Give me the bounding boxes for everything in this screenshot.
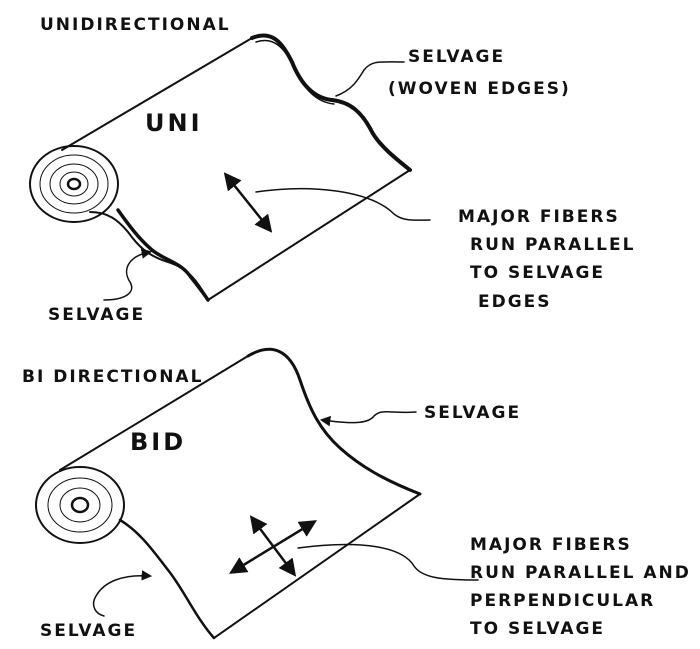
uni-selvage-bottom-label: SELVAGE	[48, 305, 145, 325]
uni-fiber-direction-arrow	[223, 172, 273, 233]
uni-fiber-note-line3: TO SELVAGE	[470, 263, 605, 283]
bid-fiber-note-line4: TO SELVAGE	[470, 619, 605, 639]
unidirectional-section: UNIDIRECTIONAL UNI SELVAGE (WOVEN EDGES)	[29, 15, 635, 325]
uni-roll-label: UNI	[145, 109, 203, 137]
uni-selvage-bottom-leader	[103, 248, 153, 301]
bid-fiber-note-leader	[297, 543, 479, 581]
uni-fiber-note-line2: RUN PARALLEL	[470, 235, 635, 255]
uni-roll-end	[29, 145, 119, 223]
uni-fiber-note-line1: MAJOR FIBERS	[458, 207, 620, 227]
uni-selvage-top-edge	[250, 33, 412, 172]
bid-selvage-bottom-leader	[92, 570, 153, 617]
uni-fabric-sheet	[61, 33, 412, 302]
bid-fiber-note-line2: RUN PARALLEL AND	[470, 563, 691, 583]
bidirectional-section: BI DIRECTIONAL BID SELVAGE MAJOR FIBERS …	[22, 347, 691, 641]
bid-roll-label: BID	[130, 428, 186, 456]
uni-selvage-top-label-line1: SELVAGE	[408, 47, 505, 67]
bid-fiber-direction-arrow-weft	[229, 520, 317, 574]
bid-roll-end	[35, 466, 125, 544]
bid-fiber-note-line1: MAJOR FIBERS	[470, 535, 632, 555]
bid-fabric-sheet	[59, 347, 422, 640]
bid-fiber-note-line3: PERPENDICULAR	[470, 591, 655, 611]
bid-selvage-bottom-label: SELVAGE	[40, 621, 137, 641]
bid-selvage-top-edge	[246, 347, 422, 496]
uni-fiber-note-leader	[255, 187, 431, 221]
bid-selvage-bottom-edge	[118, 518, 216, 640]
bidirectional-title: BI DIRECTIONAL	[22, 367, 203, 387]
uni-selvage-bottom-edge	[116, 208, 210, 302]
bid-selvage-top-leader	[319, 410, 417, 427]
uni-fiber-note-line4: EDGES	[478, 292, 552, 312]
bid-selvage-top-label: SELVAGE	[424, 403, 521, 423]
uni-selvage-top-leader	[335, 61, 405, 97]
unidirectional-title: UNIDIRECTIONAL	[40, 15, 231, 35]
uni-selvage-top-label-line2: (WOVEN EDGES)	[388, 79, 571, 99]
